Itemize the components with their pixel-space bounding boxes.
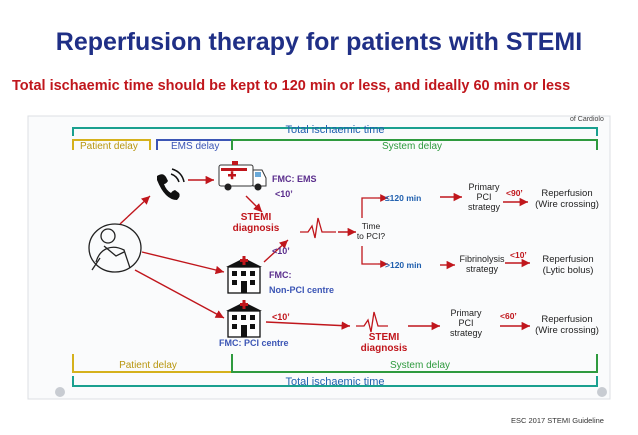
system-delay-bottom: System delay — [390, 360, 450, 371]
phone-icon — [157, 168, 185, 200]
patient-figure — [88, 223, 142, 273]
system-delay-bracket-bottom — [231, 354, 598, 373]
system-delay-top: System delay — [382, 141, 442, 152]
hospital-icon-nonpci — [226, 256, 262, 294]
reperfusion-2: Reperfusion(Lytic bolus) — [542, 254, 593, 276]
ecg-trace-1 — [300, 217, 336, 239]
total-time-bracket-top — [72, 127, 598, 136]
lt10-c-label: <10’ — [510, 250, 527, 260]
footer-source: ESC 2017 STEMI Guideline — [511, 416, 604, 425]
patient-delay-bracket-top — [72, 139, 151, 150]
patient-delay-top: Patient delay — [80, 141, 138, 152]
reperfusion-3: Reperfusion(Wire crossing) — [535, 314, 599, 336]
lt10-b-label: <10’ — [272, 246, 290, 256]
ems-delay-bracket — [156, 139, 232, 150]
cut-corner-text: of Cardiolo — [570, 116, 604, 123]
total-time-bracket-bottom — [72, 376, 598, 387]
ambulance-icon — [218, 161, 267, 191]
patient-delay-bracket-bottom — [72, 354, 232, 373]
hospital-icon-pci — [226, 300, 262, 338]
nonpci-centre-label: Non-PCI centre — [269, 285, 334, 295]
patient-arrows — [119, 175, 530, 331]
scroll-dot-right — [597, 387, 607, 397]
reperfusion-1: Reperfusion(Wire crossing) — [535, 188, 599, 210]
ems-delay: EMS delay — [171, 141, 219, 152]
ecg-trace-2 — [356, 311, 388, 333]
fmc-nonpci-label: FMC: — [269, 270, 292, 280]
fmc-ems-label: FMC: EMS — [272, 174, 317, 184]
lt60-label: <60’ — [500, 311, 517, 321]
system-delay-bracket-top — [231, 139, 598, 150]
le120-label: ≤120 min — [385, 193, 421, 203]
page-title: Reperfusion therapy for patients with ST… — [55, 28, 583, 56]
lt90-label: <90’ — [506, 188, 523, 198]
patient-delay-bottom: Patient delay — [119, 360, 177, 371]
page-subtitle: Total ischaemic time should be kept to 1… — [12, 78, 571, 94]
total-ischaemic-time-top: Total ischaemic time — [285, 124, 384, 136]
fmc-pci-centre-label: FMC: PCI centre — [219, 338, 289, 348]
time-to-pci-bracket — [361, 197, 378, 265]
lt10-a-label: <10’ — [275, 189, 293, 199]
lt10-d-label: <10’ — [272, 312, 290, 322]
scroll-dot-left — [55, 387, 65, 397]
gt120-label: >120 min — [385, 260, 422, 270]
total-ischaemic-time-bottom: Total ischaemic time — [285, 376, 384, 388]
diagram-frame — [27, 115, 611, 400]
